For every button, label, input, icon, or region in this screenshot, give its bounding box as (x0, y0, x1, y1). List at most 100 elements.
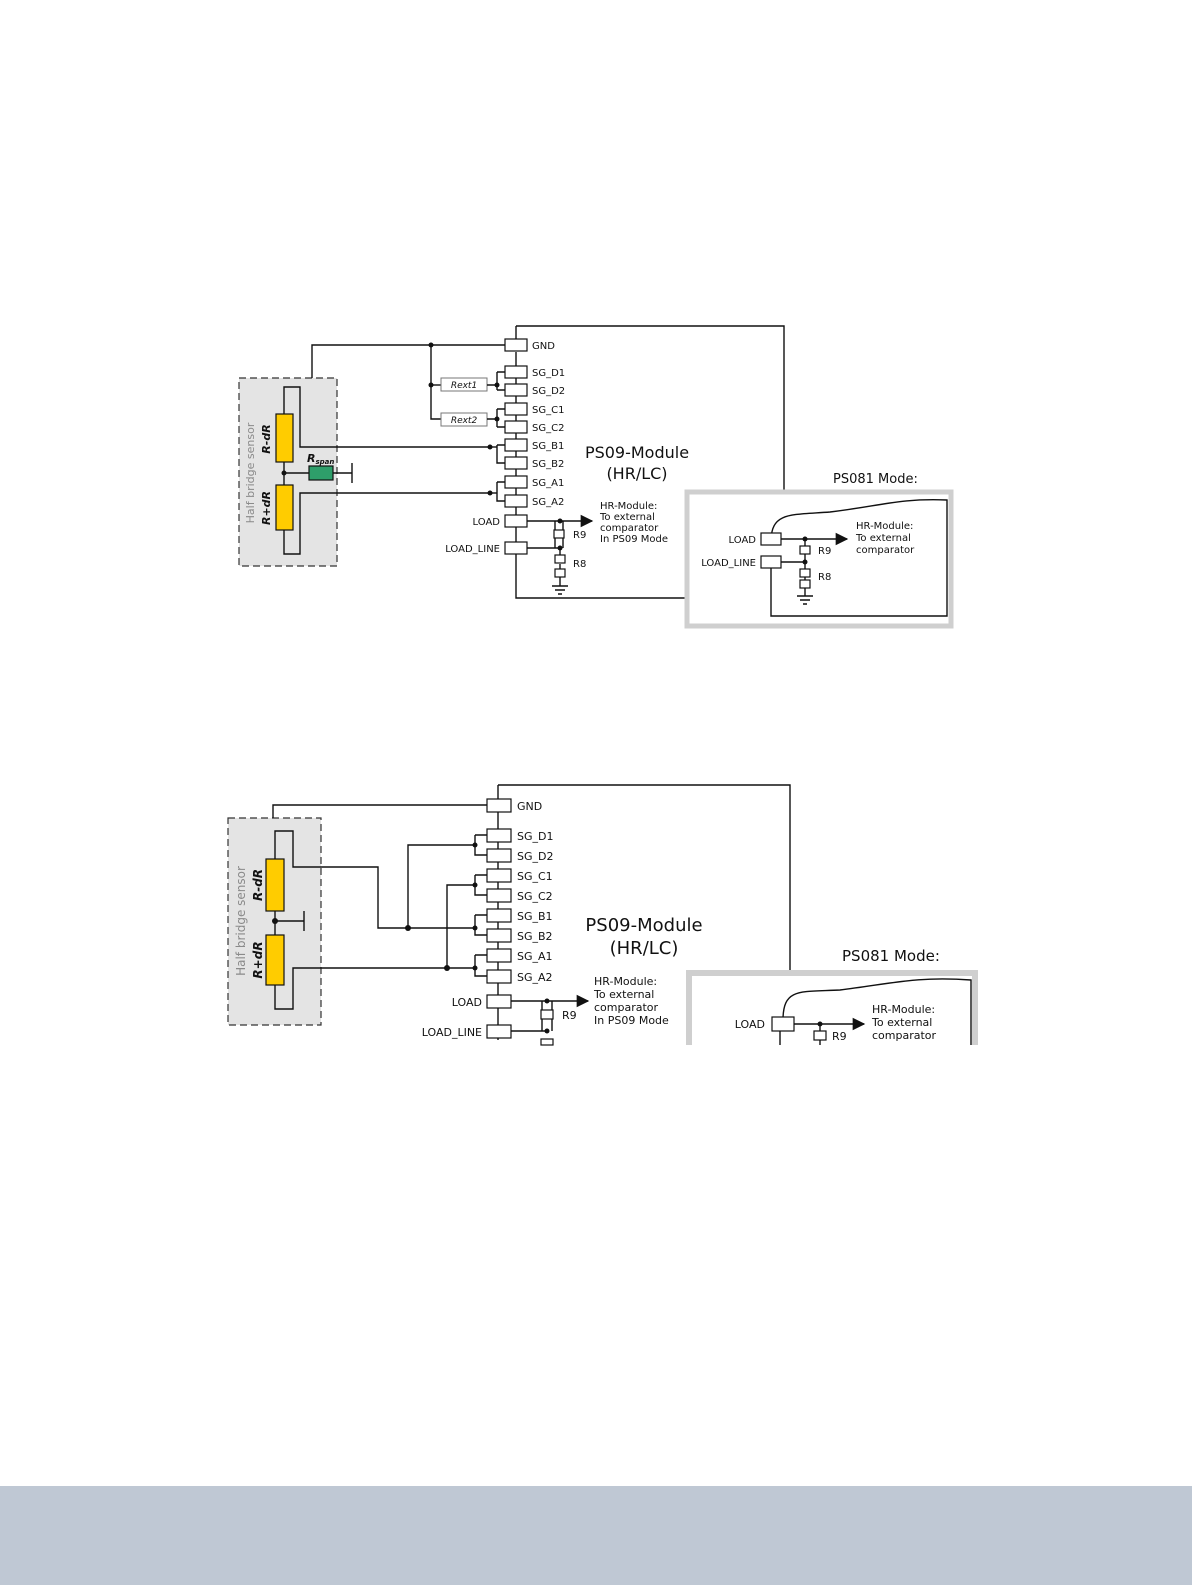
ps081-title-2: PS081 Mode: (842, 947, 940, 965)
pin-label-sg-d1: SG_D1 (532, 368, 565, 379)
ps081-pin-load-line-1 (760, 555, 782, 569)
ps081-pin-load-2 (771, 1016, 795, 1032)
ps081-ground-1 (797, 588, 813, 605)
pin2-sg-a1 (486, 948, 512, 963)
pin-sg-b1 (504, 438, 528, 452)
pin2-label-load-line: LOAD_LINE (422, 1026, 482, 1039)
ps081-note-1-line-1: HR-Module: (856, 521, 913, 532)
ps081-pin-label-load-1: LOAD (729, 535, 757, 546)
pin2-label-sg-a2: SG_A2 (517, 971, 553, 984)
resistor-rspan (308, 465, 334, 481)
wire2-c-bridge (446, 884, 475, 968)
wire-sensor-bottom (283, 492, 490, 555)
pin2-label-sg-d1: SG_D1 (517, 830, 553, 843)
rspan-label: Rspan (307, 452, 334, 466)
pin2-sg-d1 (486, 828, 512, 843)
resistor-r8a (554, 554, 566, 564)
wire-rext-vertical (430, 345, 441, 420)
pin-sg-d1 (504, 365, 528, 379)
pin-label-load: LOAD (473, 517, 501, 528)
wire2-sg-b-pair (474, 914, 487, 936)
junction2-c (444, 965, 450, 971)
junction-rext1-right (494, 382, 500, 388)
sensor-label: Half bridge sensor (244, 422, 257, 523)
pin-sg-a1 (504, 475, 528, 489)
ps081-r9-label-1: R9 (818, 546, 831, 557)
pin2-label-sg-c1: SG_C1 (517, 870, 553, 883)
pin-sg-a2 (504, 494, 528, 508)
pin2-label-sg-d2: SG_D2 (517, 850, 553, 863)
ps081-note-1-line-3: comparator (856, 545, 915, 556)
wire2-sg-d-pair (474, 834, 487, 856)
resistor-r8 (554, 568, 566, 578)
junction2-sg-a (472, 965, 478, 971)
hr-note-2-line-3: comparator (594, 1001, 659, 1014)
resistor-label-r-plus-dr: R+dR (260, 491, 273, 525)
hr-note-1-line-3: comparator (600, 523, 659, 534)
hr-note-1-line-1: HR-Module: (600, 501, 657, 512)
wire2-gnd-sensor (272, 804, 487, 818)
pin-label-sg-d2: SG_D2 (532, 386, 565, 397)
hr-note-2-line-4: In PS09 Mode (594, 1014, 669, 1027)
junction2-load-line (544, 1028, 550, 1034)
pin-label-sg-b2: SG_B2 (532, 459, 564, 470)
pin-label-sg-c2: SG_C2 (532, 423, 564, 434)
pin2-sg-c2 (486, 888, 512, 903)
ps081-note-2: HR-Module: To external comparator (871, 1003, 937, 1042)
diagram-1: GND SG_D1 SG_D2 SG_C1 SG_C2 SG_B1 SG_B2 … (238, 325, 954, 629)
ps081-inset-1 (684, 489, 954, 629)
wire2-sg-a-pair (474, 954, 487, 977)
r8-label: R8 (573, 559, 586, 570)
junction-gnd (428, 342, 434, 348)
module-title-1: PS09-Module (585, 443, 689, 462)
wire-sg-a-pair (496, 481, 505, 502)
hr-note-1: HR-Module: To external comparator In PS0… (599, 501, 668, 545)
r9-label: R9 (573, 530, 586, 541)
pin-label-gnd: GND (532, 341, 555, 352)
pin-label-sg-a1: SG_A1 (532, 478, 564, 489)
r9-label-2: R9 (562, 1009, 577, 1022)
pin2-load (486, 994, 512, 1009)
pin2-sg-d2 (486, 848, 512, 863)
resistor2-r-plus-dr (265, 934, 285, 986)
pin-label-sg-a2: SG_A2 (532, 497, 564, 508)
module-subtitle-2: (HR/LC) (610, 938, 679, 959)
junction2-d (405, 925, 411, 931)
ps081-note-1-line-2: To external (855, 533, 911, 544)
wire2-sensor-top (274, 830, 475, 929)
resistor-r-plus-dr (275, 484, 294, 531)
module-outline-1 (515, 325, 785, 599)
pin-column-2: GND SG_D1 SG_D2 SG_C1 SG_C2 SG_B1 SG_B2 … (422, 798, 553, 1039)
pin-sg-b2 (504, 456, 528, 470)
sensor-label-2: Half bridge sensor (234, 866, 248, 976)
junction-sensor-center (281, 470, 287, 476)
junction2-sg-c (472, 882, 478, 888)
resistor2-r8-partial (540, 1038, 554, 1046)
hr-note-2-line-2: To external (593, 988, 654, 1001)
pin2-label-sg-c2: SG_C2 (517, 890, 553, 903)
pin2-label-sg-a1: SG_A1 (517, 950, 553, 963)
pin2-label-load: LOAD (452, 996, 482, 1009)
pin2-sg-c1 (486, 868, 512, 883)
ps081-pin-label-load-2: LOAD (735, 1018, 765, 1031)
ps081-r9-label-2: R9 (832, 1030, 847, 1043)
pin-label-load-line: LOAD_LINE (445, 544, 500, 555)
junction2-sensor-center (272, 918, 278, 924)
ground-symbol-1 (552, 585, 568, 595)
wire-gnd-sensor (311, 344, 505, 378)
pin2-label-sg-b2: SG_B2 (517, 930, 553, 943)
pin-sg-d2 (504, 383, 528, 397)
wire-sg-b-pair (496, 444, 505, 464)
hr-note-2-line-1: HR-Module: (594, 975, 657, 988)
junction2-sg-d (472, 842, 478, 848)
pin2-label-sg-b1: SG_B1 (517, 910, 553, 923)
diagram-2: GND SG_D1 SG_D2 SG_C1 SG_C2 SG_B1 SG_B2 … (227, 784, 978, 1046)
pin2-sg-a2 (486, 969, 512, 984)
resistor-label-r-minus-dr: R-dR (260, 424, 273, 453)
resistor-r-minus-dr (275, 413, 294, 463)
ps081-note-1: HR-Module: To external comparator (855, 521, 915, 556)
ps081-note-2-line-2: To external (871, 1016, 932, 1029)
ps081-junction-load-line-1 (802, 559, 808, 565)
resistor2-r9 (540, 1009, 554, 1020)
resistor2-label-r-minus-dr: R-dR (251, 869, 265, 901)
